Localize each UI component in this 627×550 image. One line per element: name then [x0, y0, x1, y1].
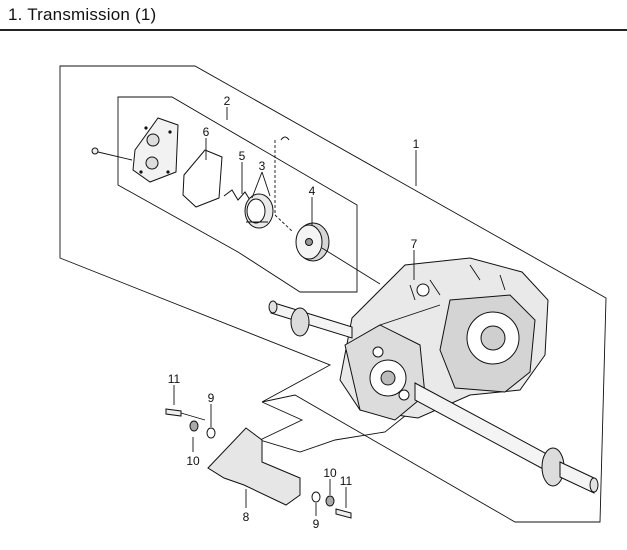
callout-9-left: 9 — [208, 391, 215, 405]
group-frame-2 — [117, 96, 358, 293]
wheel-shaft-line — [321, 247, 381, 285]
callout-9-right: 9 — [313, 517, 320, 531]
transmission-housing — [339, 257, 549, 421]
leader-lines — [173, 107, 417, 516]
left-axle — [268, 300, 353, 339]
callout-11-right: 11 — [340, 474, 353, 488]
cam-unit — [244, 193, 274, 229]
callout-3: 3 — [259, 159, 266, 173]
callout-5: 5 — [239, 149, 246, 163]
callout-10-left: 10 — [186, 454, 200, 468]
callout-2: 2 — [224, 94, 231, 108]
title-divider — [0, 29, 627, 31]
callout-10-right: 10 — [323, 466, 337, 480]
callout-4: 4 — [309, 184, 316, 198]
gasket — [182, 149, 223, 208]
page-title: 1. Transmission (1) — [8, 5, 157, 24]
group-frame-bracket — [258, 401, 416, 453]
callout-6: 6 — [203, 125, 210, 139]
callout-8: 8 — [243, 510, 250, 524]
right-axle — [414, 382, 599, 494]
spring — [223, 189, 251, 201]
clip — [280, 136, 290, 141]
right-hardware — [311, 491, 352, 519]
alignment-guide — [274, 140, 294, 233]
left-hardware — [165, 408, 216, 439]
callout-7: 7 — [411, 237, 418, 251]
mounting-bracket — [207, 427, 301, 506]
screw — [91, 147, 133, 161]
callout-1: 1 — [413, 137, 420, 151]
wheel — [295, 222, 330, 262]
callout-11-left: 11 — [168, 372, 181, 386]
group-frame-1 — [59, 65, 607, 523]
cover-plate — [132, 117, 179, 183]
